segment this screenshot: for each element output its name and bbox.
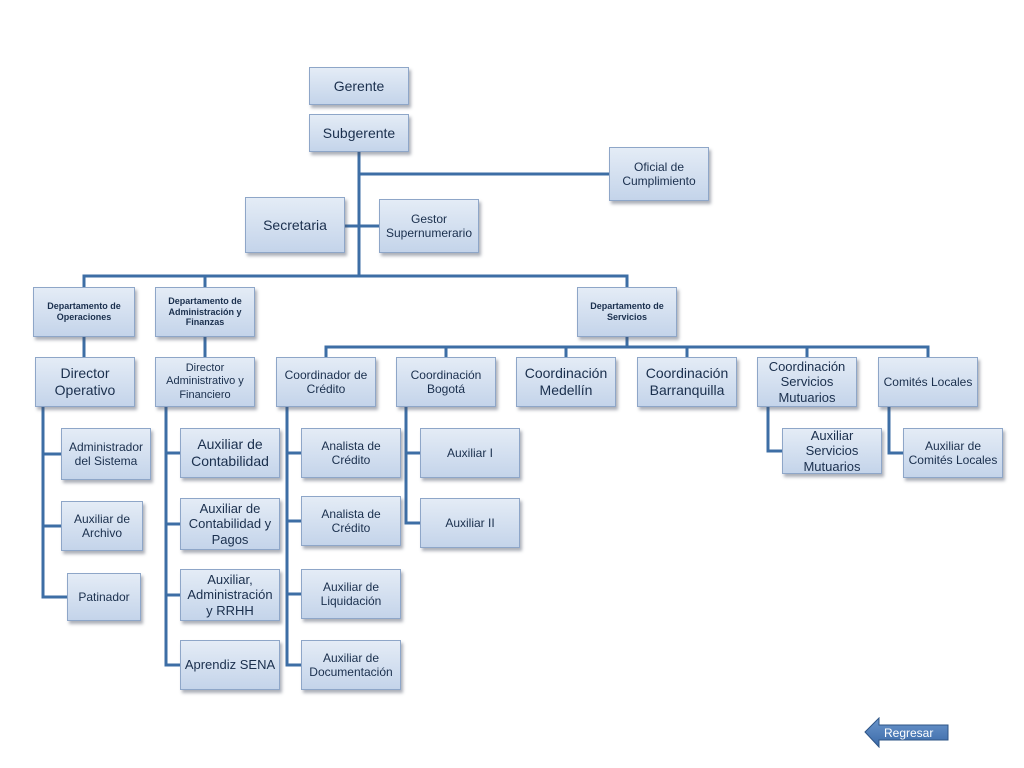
node-dept-administracion[interactable]: Departamento de Administración y Finanza… (155, 287, 255, 337)
node-coordinacion-bogota[interactable]: Coordinación Bogotá (396, 357, 496, 407)
node-auxiliar-documentacion[interactable]: Auxiliar de Documentación (301, 640, 401, 690)
node-auxiliar-archivo[interactable]: Auxiliar de Archivo (61, 501, 143, 551)
node-auxiliar-administracion-rrhh[interactable]: Auxiliar, Administración y RRHH (180, 569, 280, 621)
node-oficial-cumplimiento[interactable]: Oficial de Cumplimiento (609, 147, 709, 201)
node-subgerente[interactable]: Subgerente (309, 114, 409, 152)
node-director-administrativo[interactable]: Director Administrativo y Financiero (155, 357, 255, 407)
node-director-operativo[interactable]: Director Operativo (35, 357, 135, 407)
node-auxiliar-contabilidad[interactable]: Auxiliar de Contabilidad (180, 428, 280, 478)
node-gestor-supernumerario[interactable]: Gestor Supernumerario (379, 199, 479, 253)
node-comites-locales[interactable]: Comités Locales (878, 357, 978, 407)
node-patinador[interactable]: Patinador (67, 573, 141, 621)
node-dept-operaciones[interactable]: Departamento de Operaciones (33, 287, 135, 337)
back-button[interactable]: Regresar (864, 717, 950, 748)
node-administrador-sistema[interactable]: Administrador del Sistema (61, 428, 151, 480)
node-auxiliar-contabilidad-pagos[interactable]: Auxiliar de Contabilidad y Pagos (180, 498, 280, 550)
node-auxiliar-ii[interactable]: Auxiliar II (420, 498, 520, 548)
node-dept-servicios[interactable]: Departamento de Servicios (577, 287, 677, 337)
arrow-left-icon (864, 717, 949, 748)
node-analista-credito-2[interactable]: Analista de Crédito (301, 496, 401, 546)
node-auxiliar-i[interactable]: Auxiliar I (420, 428, 520, 478)
node-coordinacion-barranquilla[interactable]: Coordinación Barranquilla (637, 357, 737, 407)
node-coordinacion-servicios-mutuarios[interactable]: Coordinación Servicios Mutuarios (757, 357, 857, 407)
node-auxiliar-liquidacion[interactable]: Auxiliar de Liquidación (301, 569, 401, 619)
node-auxiliar-servicios-mutuarios[interactable]: Auxiliar Servicios Mutuarios (782, 428, 882, 474)
node-secretaria[interactable]: Secretaria (245, 197, 345, 253)
node-coordinador-credito[interactable]: Coordinador de Crédito (276, 357, 376, 407)
node-coordinacion-medellin[interactable]: Coordinación Medellín (516, 357, 616, 407)
back-button-label: Regresar (884, 726, 934, 740)
node-analista-credito-1[interactable]: Analista de Crédito (301, 428, 401, 478)
node-gerente[interactable]: Gerente (309, 67, 409, 105)
node-aprendiz-sena[interactable]: Aprendiz SENA (180, 640, 280, 690)
node-auxiliar-comites-locales[interactable]: Auxiliar de Comités Locales (903, 428, 1003, 478)
